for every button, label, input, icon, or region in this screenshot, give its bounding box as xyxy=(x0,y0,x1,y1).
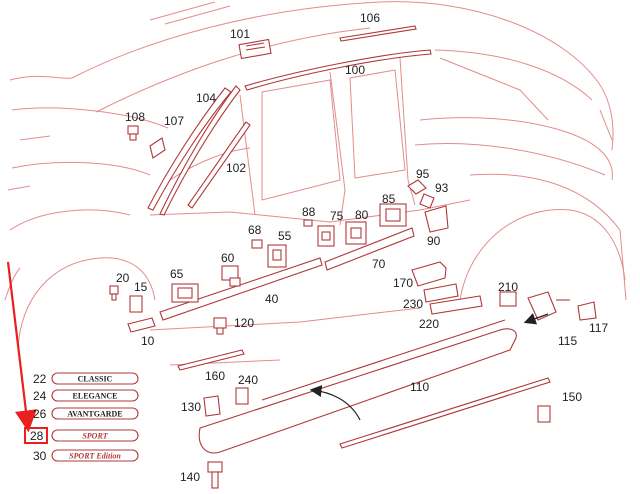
bolt-108 xyxy=(127,125,139,141)
clip-95 xyxy=(407,179,427,195)
clip-210 xyxy=(499,291,517,307)
clip-15 xyxy=(129,295,143,313)
end-cap-150 xyxy=(537,405,551,423)
part-number-85: 85 xyxy=(382,192,396,206)
badge-sport-edition-text: SPORT Edition xyxy=(69,452,121,461)
part-number-95: 95 xyxy=(416,167,430,181)
clip-101 xyxy=(238,38,272,60)
clip-117 xyxy=(577,301,597,321)
part-number-108: 108 xyxy=(125,110,145,124)
clip-130 xyxy=(203,395,221,417)
part-number-30: 30 xyxy=(33,449,47,463)
part-number-93: 93 xyxy=(435,181,449,195)
part-number-106: 106 xyxy=(360,11,380,25)
part-number-70: 70 xyxy=(372,257,386,271)
bracket-230 xyxy=(423,283,459,303)
fender-trim-10 xyxy=(127,317,156,333)
pillar-trim-104 xyxy=(147,87,232,211)
part-number-65: 65 xyxy=(170,267,184,281)
roof-strip-100 xyxy=(244,49,432,91)
assembly-arrow-110 xyxy=(309,385,361,421)
part-number-140: 140 xyxy=(180,470,200,484)
clip-80 xyxy=(345,221,367,245)
part-number-107: 107 xyxy=(164,114,184,128)
part-number-68: 68 xyxy=(248,223,262,237)
part-number-24: 24 xyxy=(33,389,47,403)
highlight-arrow xyxy=(6,261,37,433)
badge-elegance-text: ELEGANCE xyxy=(73,392,118,401)
part-number-55: 55 xyxy=(278,229,292,243)
nut-68 xyxy=(251,239,263,249)
part-number-40: 40 xyxy=(265,292,279,306)
door-molding-40 xyxy=(159,257,323,321)
part-number-120: 120 xyxy=(234,316,254,330)
part-number-75: 75 xyxy=(330,209,344,223)
part-number-170: 170 xyxy=(393,276,413,290)
part-number-88: 88 xyxy=(302,205,316,219)
part-number-80: 80 xyxy=(355,208,369,222)
part-number-90: 90 xyxy=(427,234,441,248)
part-number-240: 240 xyxy=(238,373,258,387)
bracket-220 xyxy=(429,295,483,315)
badge-classic-text: CLASSIC xyxy=(78,375,113,384)
badge-classic: CLASSIC xyxy=(51,372,139,385)
highlight-box xyxy=(24,427,48,444)
part-number-115: 115 xyxy=(558,334,577,348)
part-number-220: 220 xyxy=(419,317,439,331)
bracket-115 xyxy=(527,291,557,321)
part-number-28: 28 xyxy=(30,429,44,443)
pillar-trim-104b xyxy=(159,85,241,216)
clip-93 xyxy=(419,193,435,209)
part-numbers: 106 101 100 104 108 107 102 95 93 85 88 … xyxy=(30,11,608,484)
roof-molding-106 xyxy=(339,25,417,42)
clip-65 xyxy=(171,283,199,303)
badge-sport-text: SPORT xyxy=(82,432,108,441)
part-number-20: 20 xyxy=(116,271,130,285)
sill-strip-150 xyxy=(339,377,551,449)
badge-avantgarde: AVANTGARDE xyxy=(51,407,139,420)
part-number-102: 102 xyxy=(226,161,246,175)
sill-panel-110 xyxy=(198,328,517,454)
part-number-60: 60 xyxy=(221,251,235,265)
part-number-210: 210 xyxy=(498,280,518,294)
badge-avantgarde-text: AVANTGARDE xyxy=(67,410,122,419)
badge-elegance: ELEGANCE xyxy=(51,389,139,402)
part-number-130: 130 xyxy=(181,400,201,414)
badge-sport: SPORT xyxy=(51,429,139,442)
part-number-10: 10 xyxy=(141,334,155,348)
part-number-22: 22 xyxy=(33,372,47,386)
door-molding-70 xyxy=(324,227,415,271)
screw-88 xyxy=(303,219,313,227)
clip-120 xyxy=(213,317,227,335)
rear-trim-90 xyxy=(424,205,449,233)
part-number-26: 26 xyxy=(33,407,47,421)
clip-75 xyxy=(317,225,335,247)
part-number-117: 117 xyxy=(589,321,608,335)
bracket-170 xyxy=(411,261,447,287)
clip-107 xyxy=(149,137,166,159)
part-number-230: 230 xyxy=(403,297,423,311)
part-number-104: 104 xyxy=(196,91,216,105)
pillar-trim-102 xyxy=(187,121,251,209)
clip-85 xyxy=(379,203,407,227)
badge-sport-edition: SPORT Edition xyxy=(51,449,139,462)
clip-60 xyxy=(221,265,241,287)
part-number-160: 160 xyxy=(205,369,225,383)
part-number-110: 110 xyxy=(410,380,429,394)
part-number-100: 100 xyxy=(345,63,365,77)
screw-20 xyxy=(109,285,119,301)
assembly-arrow-115 xyxy=(523,313,549,325)
plug-140 xyxy=(207,461,223,489)
clip-55 xyxy=(267,244,287,268)
part-number-15: 15 xyxy=(134,280,148,294)
car-body-outline xyxy=(4,1,627,366)
strip-160 xyxy=(177,349,245,371)
clip-240 xyxy=(235,387,249,405)
part-number-150: 150 xyxy=(562,390,582,404)
part-number-101: 101 xyxy=(230,27,250,41)
